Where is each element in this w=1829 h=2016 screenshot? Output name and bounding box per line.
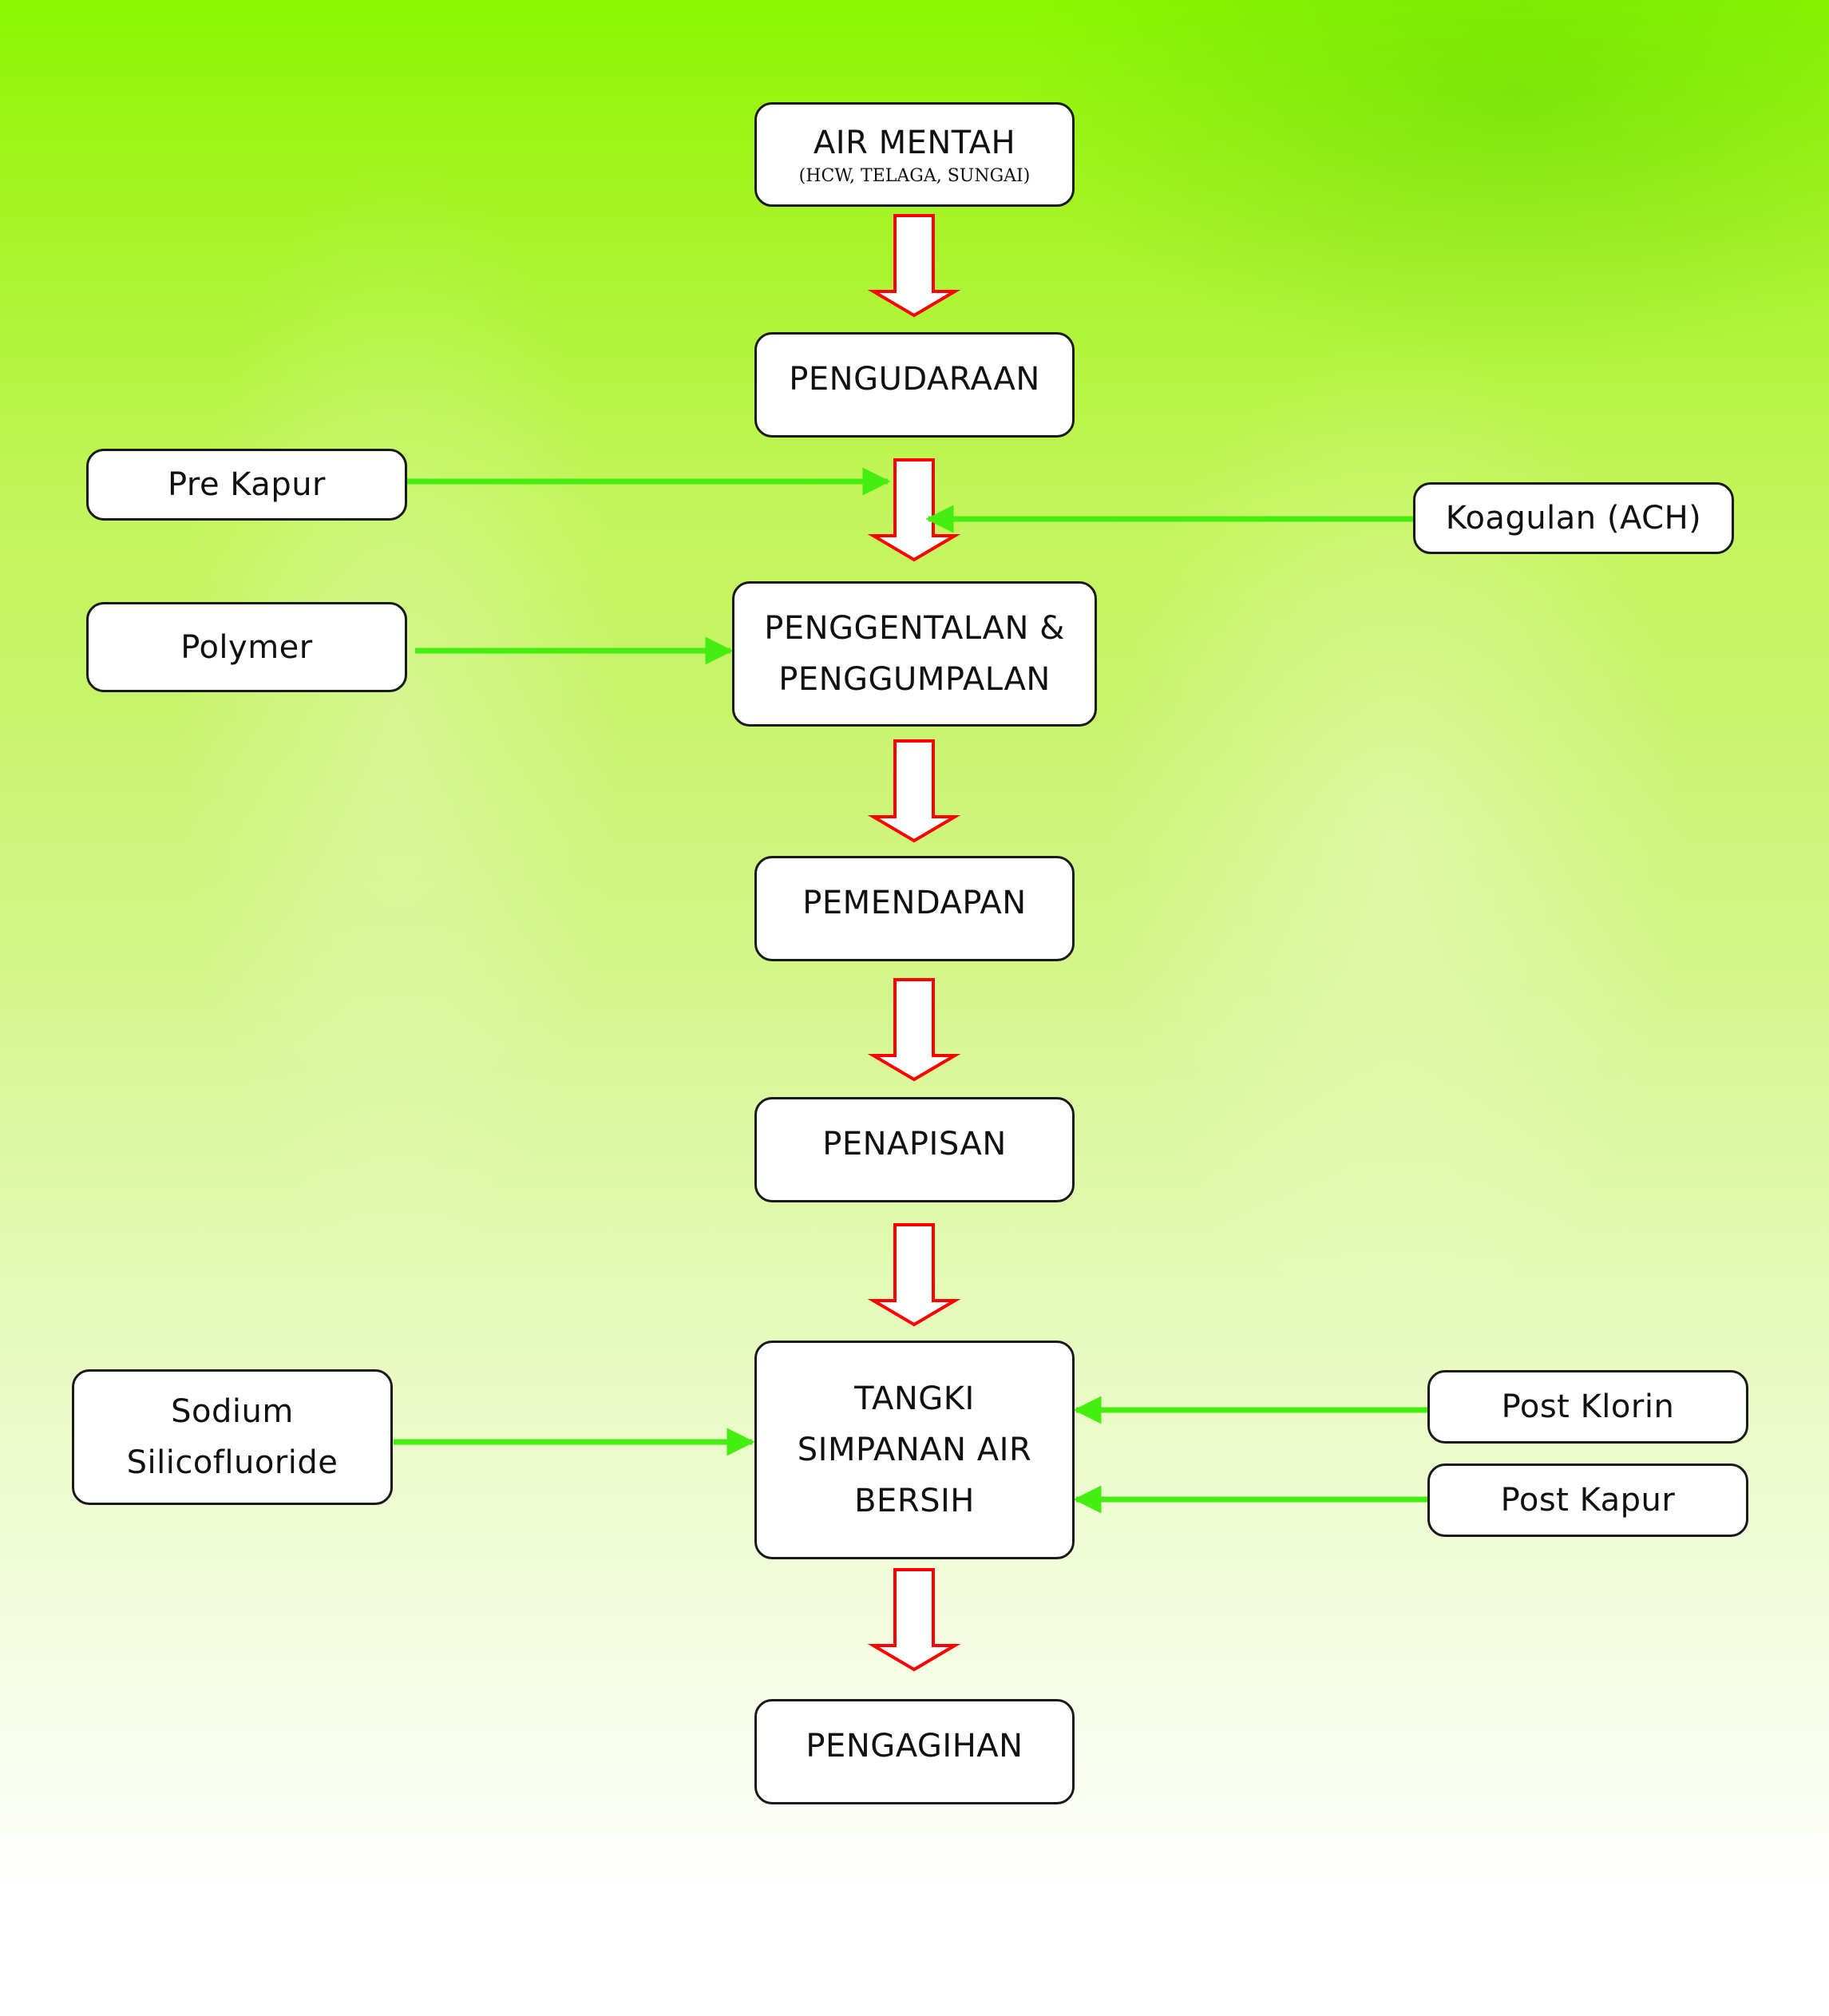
step-pengudaraan: PENGUDARAAN: [754, 332, 1075, 438]
step-label: PENGAGIHAN: [806, 1728, 1023, 1764]
step-sublabel: (HCW, TELAGA, SUNGAI): [798, 165, 1031, 186]
step-label: PENAPISAN: [822, 1126, 1007, 1162]
step-penggentalan: PENGGENTALAN & PENGGUMPALAN: [732, 581, 1097, 727]
step-label-line-1: PENGGENTALAN &: [764, 610, 1065, 647]
input-label: Polymer: [180, 628, 313, 666]
step-label: AIR MENTAH: [813, 124, 1016, 161]
step-label-line-2: SIMPANAN AIR: [797, 1432, 1032, 1468]
step-label: PENGUDARAAN: [789, 361, 1040, 398]
process-arrow-4: [867, 978, 961, 1082]
input-label: Koagulan (ACH): [1445, 500, 1702, 537]
input-label-line-1: Sodium: [171, 1393, 294, 1430]
input-label: Post Klorin: [1501, 1388, 1675, 1425]
step-label-line-3: BERSIH: [854, 1483, 975, 1519]
process-arrow-6: [867, 1568, 961, 1672]
input-label: Post Kapur: [1500, 1482, 1676, 1519]
input-pre-kapur: Pre Kapur: [86, 449, 407, 521]
input-sodium: Sodium Silicofluoride: [72, 1369, 393, 1505]
process-arrow-3: [867, 739, 961, 843]
step-label: PEMENDAPAN: [802, 885, 1027, 921]
input-label-line-2: Silicofluoride: [126, 1444, 338, 1481]
process-arrows: [867, 214, 961, 1672]
step-pengagihan: PENGAGIHAN: [754, 1699, 1075, 1804]
step-label-line-1: TANGKI: [854, 1380, 975, 1417]
step-penapisan: PENAPISAN: [754, 1097, 1075, 1202]
step-label-line-2: PENGGUMPALAN: [778, 661, 1051, 698]
process-arrow-5: [867, 1223, 961, 1327]
input-polymer: Polymer: [86, 602, 407, 692]
process-arrow-2: [867, 458, 961, 562]
step-pemendapan: PEMENDAPAN: [754, 856, 1075, 961]
input-post-klorin: Post Klorin: [1427, 1370, 1748, 1444]
process-arrow-1: [867, 214, 961, 318]
input-arrows: [394, 467, 1427, 1514]
step-air-mentah: AIR MENTAH (HCW, TELAGA, SUNGAI): [754, 102, 1075, 207]
input-koagulan: Koagulan (ACH): [1413, 482, 1734, 554]
step-tangki: TANGKI SIMPANAN AIR BERSIH: [754, 1341, 1075, 1559]
input-label: Pre Kapur: [167, 466, 327, 503]
input-post-kapur: Post Kapur: [1427, 1463, 1748, 1537]
